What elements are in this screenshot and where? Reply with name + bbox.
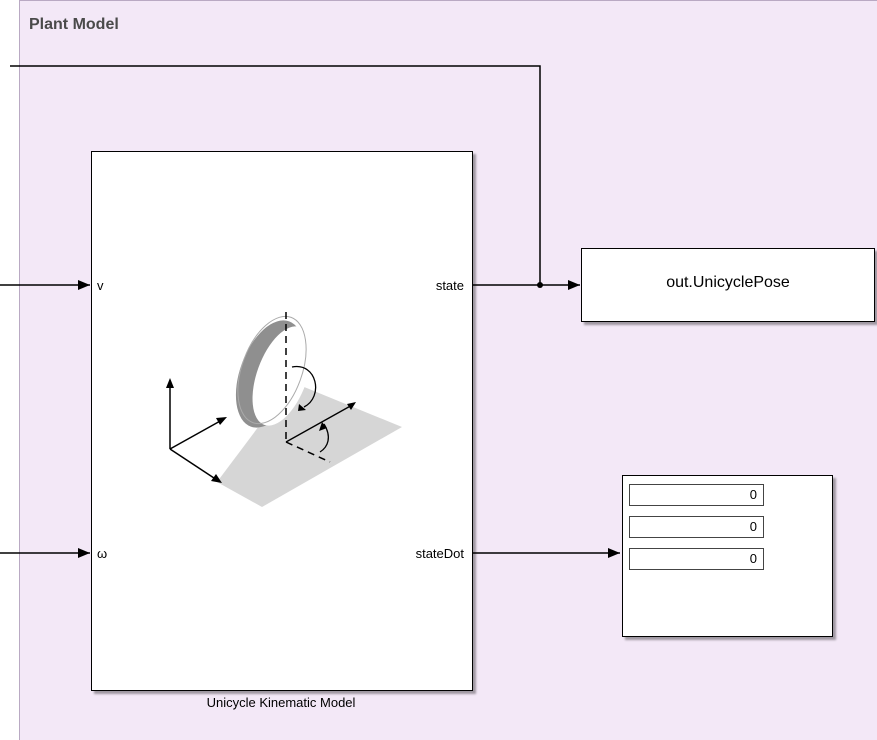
coordinate-axes-icon bbox=[169, 384, 223, 481]
to-workspace-label: out.UnicyclePose bbox=[666, 274, 790, 291]
feedback-signal-line[interactable] bbox=[10, 65, 541, 285]
plant-model-title: Plant Model bbox=[29, 16, 119, 33]
display-value-1: 0 bbox=[629, 484, 764, 506]
branch-point bbox=[537, 282, 543, 288]
port-omega-label: ω bbox=[97, 546, 108, 561]
unicycle-wheel-icon bbox=[166, 312, 402, 507]
unicycle-kinematic-model-block[interactable]: v ω state stateDot bbox=[91, 151, 473, 691]
display-value-2: 0 bbox=[629, 516, 764, 538]
port-state-label: state bbox=[435, 278, 464, 293]
port-statedot-label: stateDot bbox=[415, 546, 464, 561]
to-workspace-block[interactable] bbox=[581, 248, 875, 322]
port-v-label: v bbox=[97, 278, 104, 293]
display-block[interactable]: 0 0 0 bbox=[622, 475, 833, 637]
unicycle-block-caption: Unicycle Kinematic Model bbox=[206, 695, 356, 710]
display-value-3: 0 bbox=[629, 548, 764, 570]
